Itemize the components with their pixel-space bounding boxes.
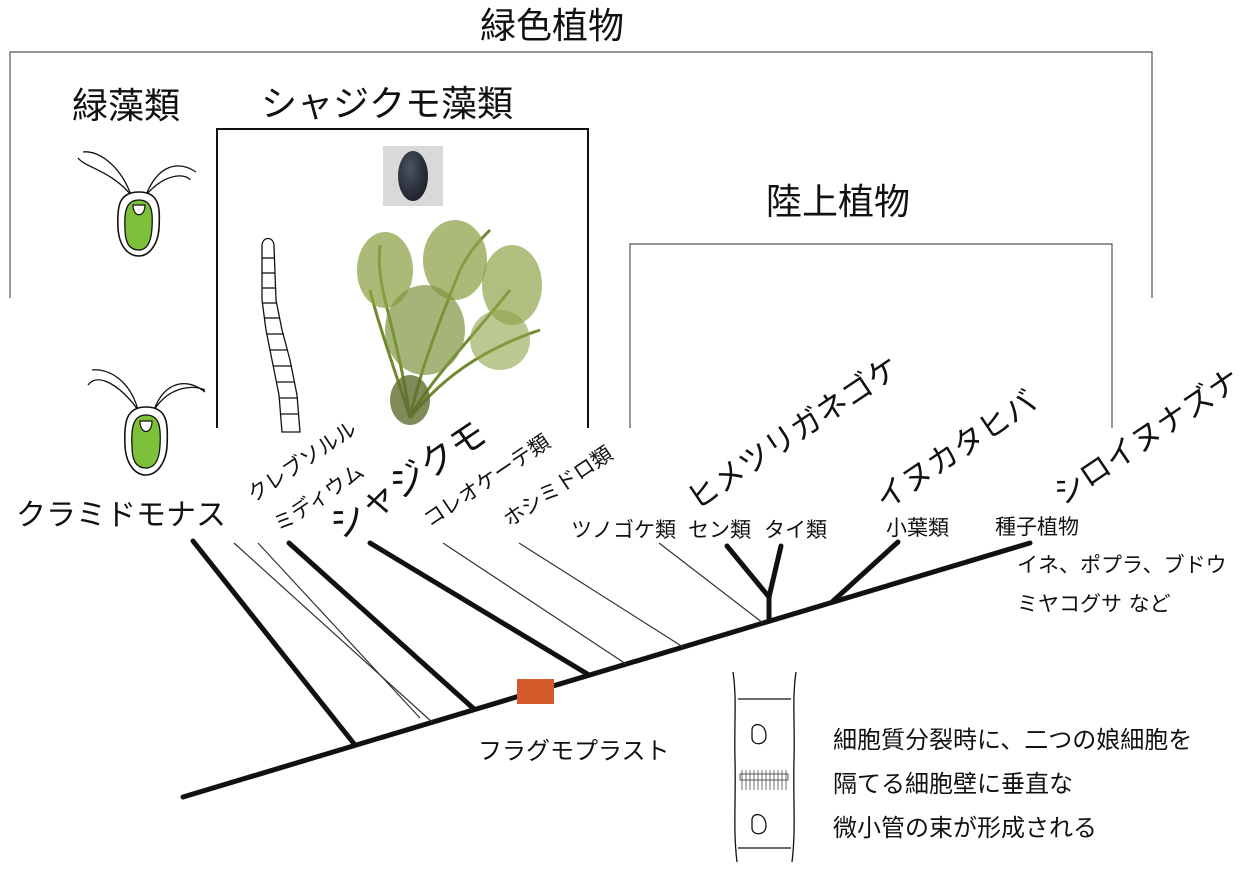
chlamydomonas-cell-top xyxy=(77,151,197,257)
label-seed-examples-2: ミヤコグサ など xyxy=(1017,592,1171,616)
chara-plant-photo xyxy=(357,220,542,425)
label-lycophytes: 小葉類 xyxy=(886,516,949,540)
chlamydomonas-cell-bottom xyxy=(87,369,206,476)
chara-oogonium-photo xyxy=(383,146,443,206)
label-chlamydomonas: クラミドモナス xyxy=(16,498,226,533)
branch-liverworts xyxy=(766,543,784,600)
green-plants-bracket xyxy=(9,51,1153,298)
oogonium-body xyxy=(398,151,428,201)
phragmoplast-marker xyxy=(517,679,554,704)
branch-thin-1 xyxy=(233,542,433,723)
phragmoplast-desc-line1: 細胞質分裂時に、二つの娘細胞を xyxy=(833,726,1193,754)
klebsormidium-filament xyxy=(261,237,301,433)
label-hornworts: ツノゴケ類 xyxy=(571,518,676,542)
charophytes-bracket xyxy=(216,128,589,428)
cell-division-inset xyxy=(732,671,797,863)
phragmoplast-desc-line2: 隔てる細胞壁に垂直な xyxy=(833,770,1073,798)
branch-hornworts xyxy=(658,542,764,624)
label-charophytes: シャジクモ藻類 xyxy=(261,84,514,125)
branch-klebsormidium xyxy=(286,540,477,712)
branch-chlamydomonas xyxy=(190,538,358,748)
branch-coleochaete xyxy=(442,542,627,665)
label-phragmoplast: フラグモプラスト xyxy=(478,737,670,765)
label-green-plants: 緑色植物 xyxy=(480,6,625,47)
label-seed-plants: 種子植物 xyxy=(995,515,1079,539)
phragmoplast-desc-line3: 微小管の束が形成される xyxy=(833,814,1097,842)
branch-mosses xyxy=(724,543,772,600)
land-plants-bracket xyxy=(629,243,1113,428)
label-liverworts: タイ類 xyxy=(764,518,827,542)
tree-trunk xyxy=(180,540,1033,800)
label-land-plants: 陸上植物 xyxy=(766,182,911,223)
branch-lycophytes xyxy=(829,539,901,605)
branch-thin-2 xyxy=(257,542,421,719)
label-mosses: セン類 xyxy=(688,518,751,542)
branch-chara xyxy=(367,540,592,678)
branch-zygnema xyxy=(518,542,684,648)
label-green-algae: 緑藻類 xyxy=(72,86,181,127)
label-seed-examples-1: イネ、ポプラ、ブドウ xyxy=(1017,553,1227,577)
